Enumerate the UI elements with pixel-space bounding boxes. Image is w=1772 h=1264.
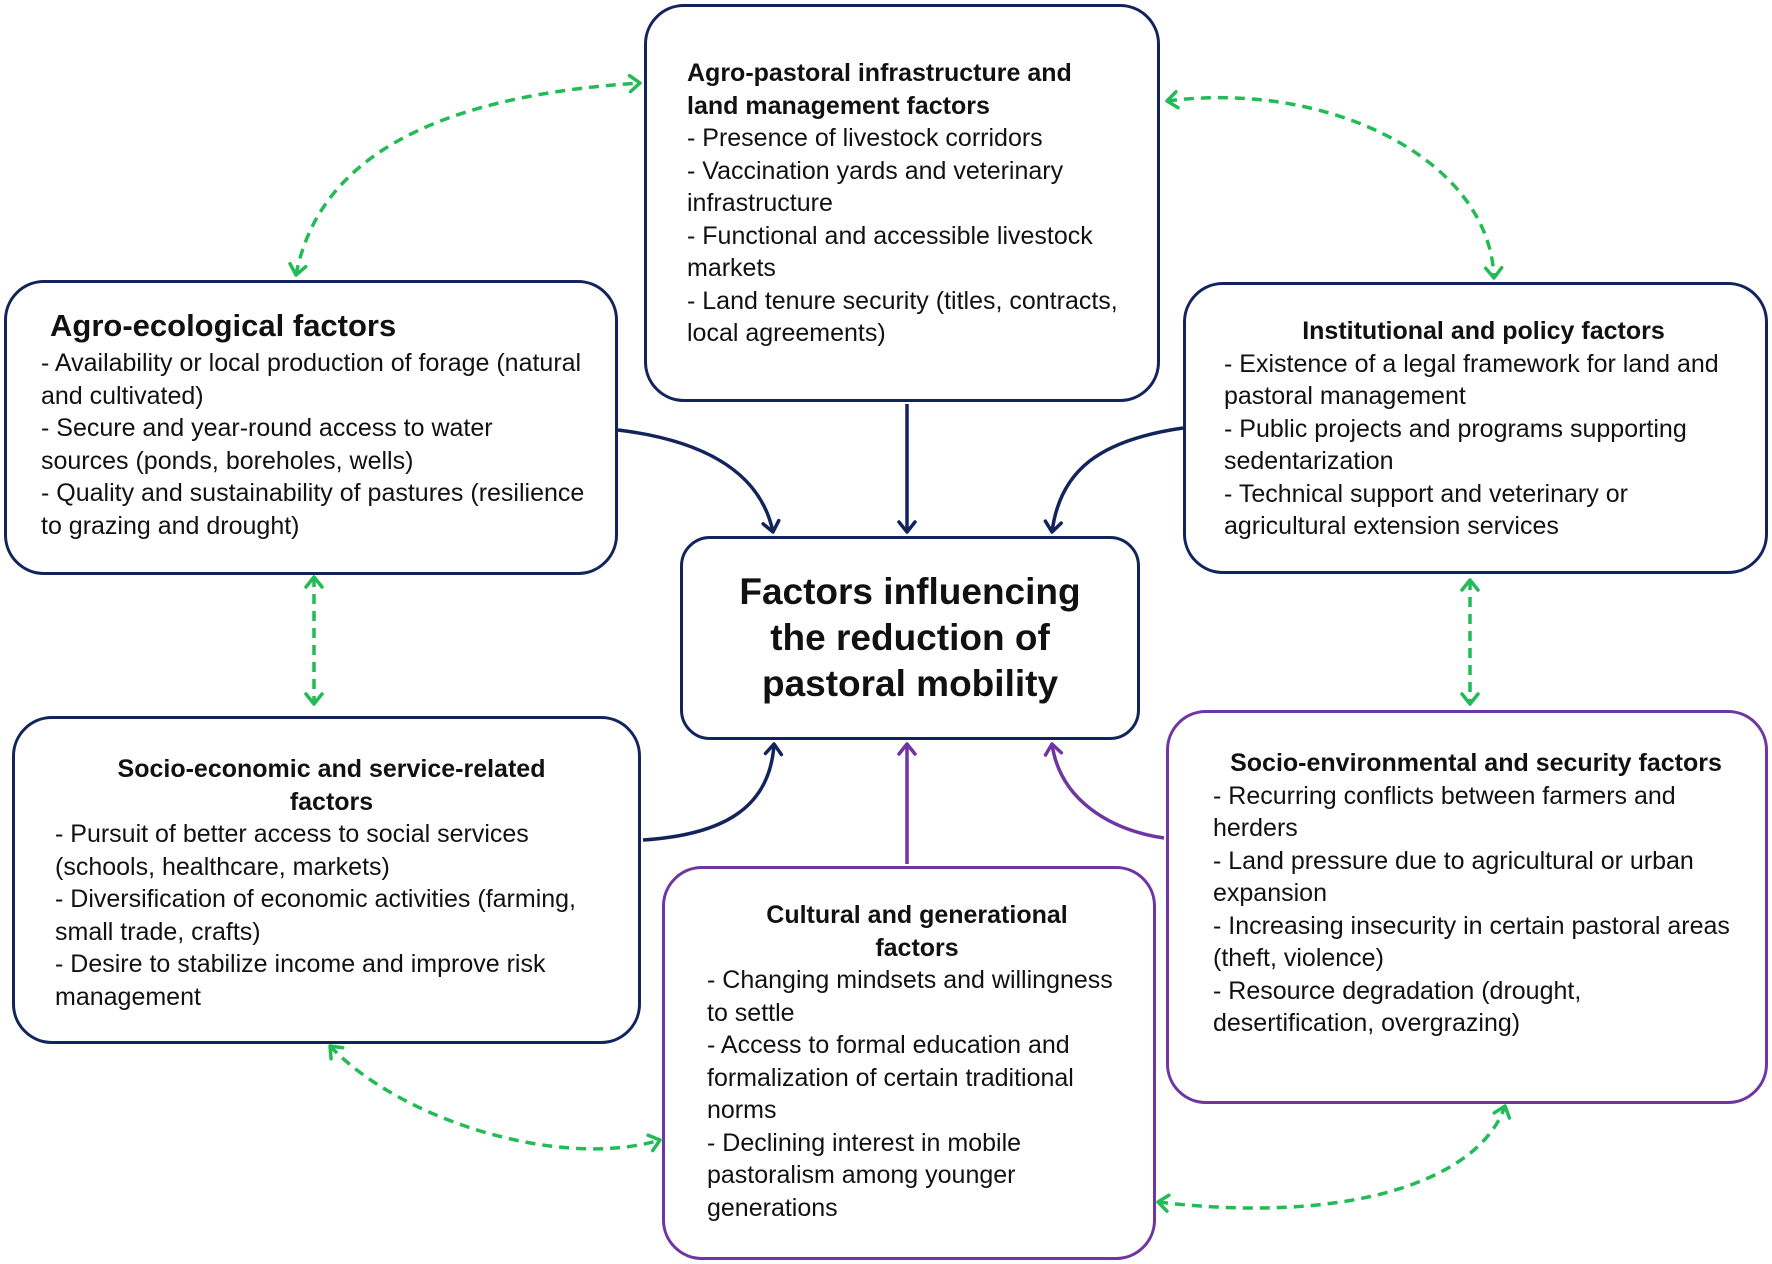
arrow-socio-environmental-to-center bbox=[1043, 742, 1165, 840]
list-item: - Public projects and programs supportin… bbox=[1224, 414, 1687, 476]
arrow-socio-economic-to-center bbox=[642, 742, 784, 842]
list-item: - Declining interest in mobile pastorali… bbox=[707, 1128, 1022, 1222]
list-item: - Diversification of economic activities… bbox=[55, 885, 576, 946]
list-item: - Changing mindsets and willingness to s… bbox=[707, 966, 1113, 1027]
list-item: - Pursuit of better access to social ser… bbox=[55, 820, 529, 881]
list-item: - Availability or local production of fo… bbox=[41, 349, 582, 410]
box-agro-ecological: Agro-ecological factors - Availability o… bbox=[4, 280, 618, 575]
list-item: - Vaccination yards and veterinary infra… bbox=[687, 156, 1064, 218]
list-item: - Recurring conflicts between farmers an… bbox=[1213, 781, 1676, 843]
list-item: - Increasing insecurity in certain pasto… bbox=[1213, 911, 1730, 973]
factor-list: - Recurring conflicts between farmers an… bbox=[1213, 780, 1739, 1040]
factor-list: - Existence of a legal framework for lan… bbox=[1224, 348, 1743, 543]
list-item: - Presence of livestock corridors bbox=[687, 124, 1043, 152]
box-title: Agro-pastoral infrastructure and land ma… bbox=[687, 59, 1072, 120]
list-item: - Access to formal education and formali… bbox=[707, 1031, 1074, 1124]
central-topic-label: Factors influencing the reduction of pas… bbox=[739, 571, 1081, 704]
factor-list: - Changing mindsets and willingness to s… bbox=[707, 964, 1127, 1224]
list-item: - Technical support and veterinary or ag… bbox=[1224, 479, 1628, 541]
box-agro-pastoral-infrastructure: Agro-pastoral infrastructure and land ma… bbox=[644, 4, 1160, 402]
list-item: - Secure and year-round access to water … bbox=[41, 414, 493, 475]
box-socio-environmental-security: Socio-environmental and security factors… bbox=[1166, 710, 1768, 1104]
link-socio-economic-cultural bbox=[328, 1044, 662, 1153]
list-item: - Quality and sustainability of pastures… bbox=[41, 479, 585, 540]
box-socio-economic: Socio-economic and service-related facto… bbox=[12, 716, 641, 1044]
box-title: Socio-economic and service-related facto… bbox=[117, 755, 546, 816]
list-item: - Land tenure security (titles, contract… bbox=[687, 286, 1118, 348]
arrow-institutional-to-center bbox=[1043, 426, 1184, 534]
box-institutional-policy: Institutional and policy factors - Exist… bbox=[1183, 282, 1768, 574]
factor-list: - Pursuit of better access to social ser… bbox=[55, 818, 608, 1013]
box-cultural-generational: Cultural and generational factors - Chan… bbox=[662, 866, 1156, 1260]
list-item: - Existence of a legal framework for lan… bbox=[1224, 349, 1719, 411]
factor-list: - Presence of livestock corridors - Vacc… bbox=[687, 122, 1121, 350]
box-title: Institutional and policy factors bbox=[1302, 317, 1665, 345]
link-cultural-socio-environmental bbox=[1156, 1104, 1512, 1213]
central-topic: Factors influencing the reduction of pas… bbox=[680, 536, 1140, 740]
arrow-agro-ecological-to-center bbox=[617, 428, 781, 534]
factor-list: - Availability or local production of fo… bbox=[41, 347, 585, 542]
link-agro-ecological-agro-pastoral bbox=[288, 73, 642, 277]
list-item: - Functional and accessible livestock ma… bbox=[687, 221, 1093, 283]
box-title: Socio-environmental and security factors bbox=[1230, 749, 1722, 777]
box-title: Cultural and generational factors bbox=[766, 901, 1068, 962]
list-item: - Desire to stabilize income and improve… bbox=[55, 950, 546, 1011]
link-agro-pastoral-institutional bbox=[1165, 90, 1504, 280]
list-item: - Land pressure due to agricultural or u… bbox=[1213, 846, 1694, 908]
box-title: Agro-ecological factors bbox=[50, 308, 397, 343]
list-item: - Resource degradation (drought, deserti… bbox=[1213, 976, 1582, 1038]
